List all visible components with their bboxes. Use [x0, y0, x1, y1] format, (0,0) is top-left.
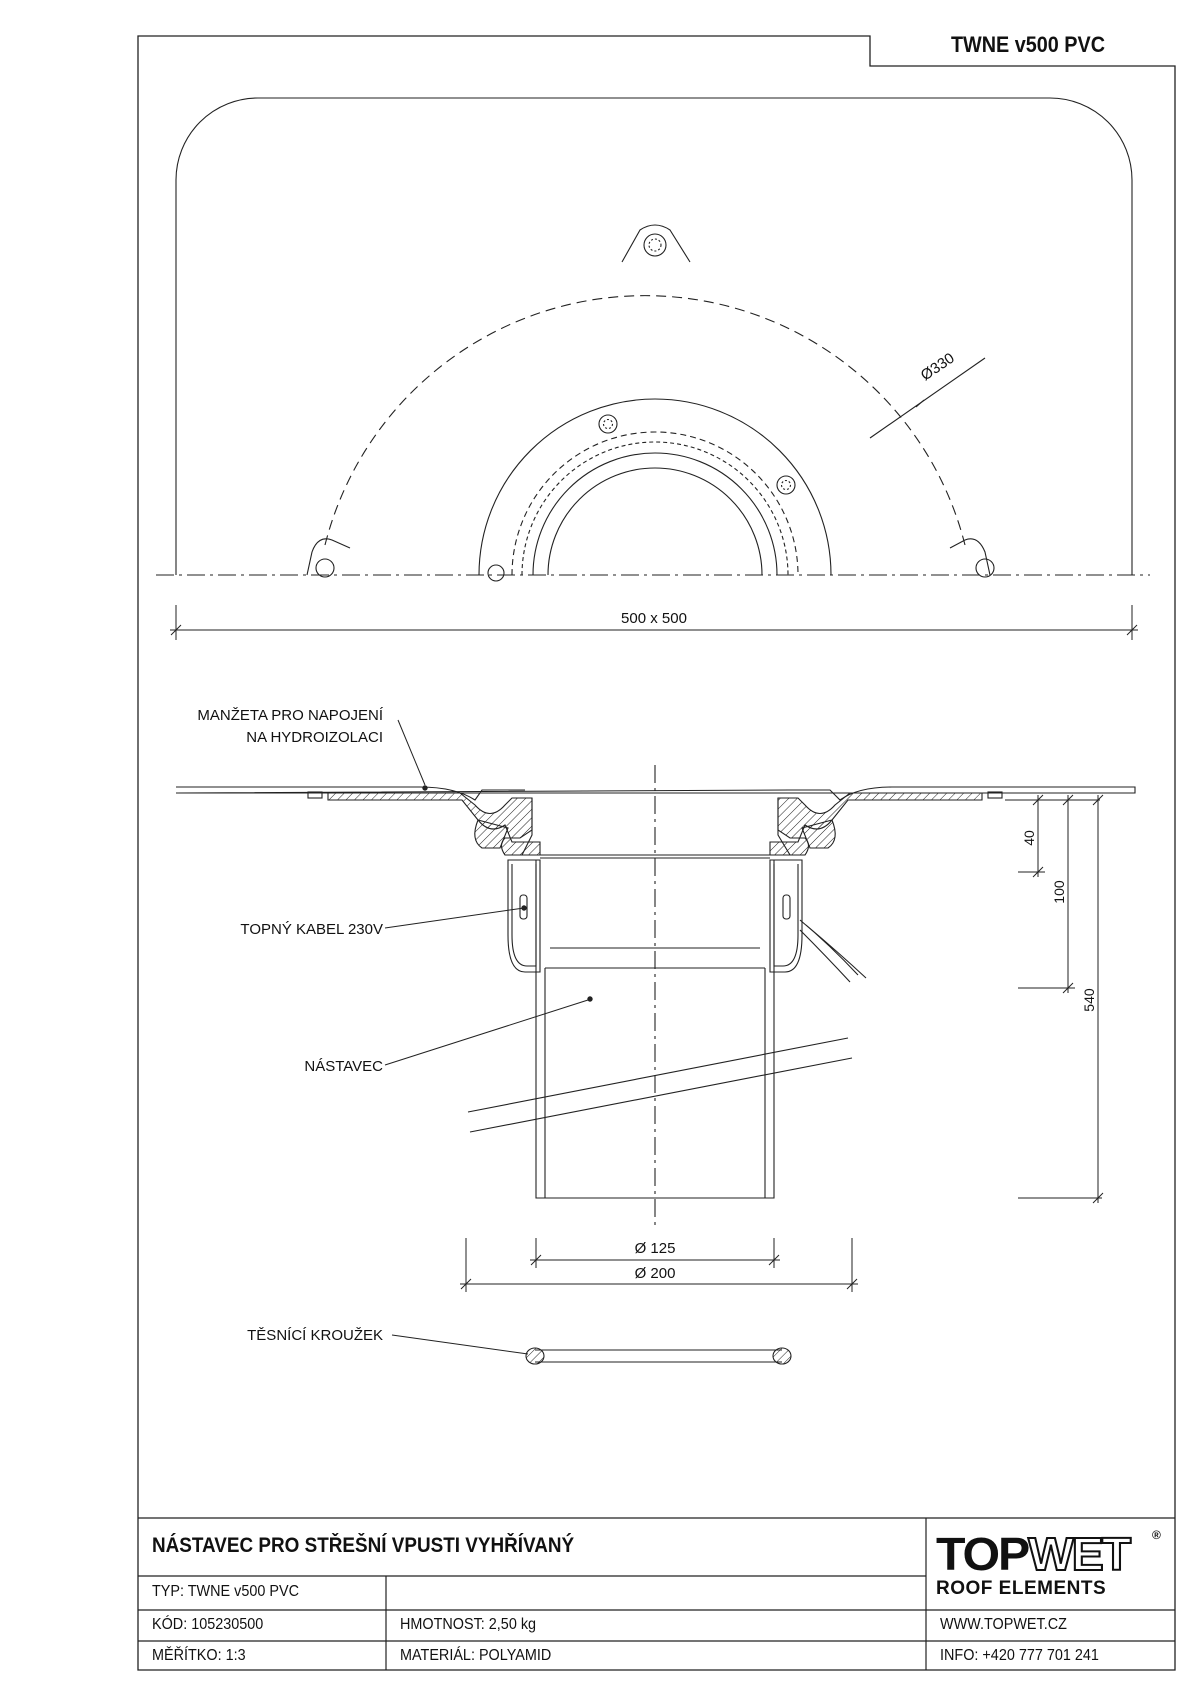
label-cuff-line1: MANŽETA PRO NAPOJENÍ	[197, 707, 383, 724]
sheet-border	[137, 35, 1176, 1671]
logo-tagline: ROOF ELEMENTS	[936, 1578, 1107, 1599]
horizontal-dimensions	[460, 1238, 858, 1292]
dim-500-label: 500 x 500	[621, 610, 687, 627]
body-left-hatch	[327, 792, 541, 856]
leader-lines	[384, 719, 593, 1355]
dim-40-label: 40	[1021, 830, 1037, 846]
left-lug	[306, 538, 351, 576]
heating-jacket-right	[769, 859, 803, 973]
code-field: KÓD: 105230500	[152, 1616, 264, 1633]
dim-500-line	[170, 605, 1138, 640]
vertical-dimensions	[1005, 794, 1104, 1204]
logo-word-top: TOP	[936, 1528, 1030, 1580]
dim-d200-label: Ø 200	[635, 1265, 676, 1282]
website-field: WWW.TOPWET.CZ	[940, 1616, 1067, 1633]
bolt-hole	[598, 414, 618, 434]
seal-ring	[525, 1347, 792, 1365]
label-extension: NÁSTAVEC	[304, 1058, 383, 1075]
topwet-logo: TOPWET ® ROOF ELEMENTS	[936, 1528, 1161, 1602]
label-cable: TOPNÝ KABEL 230V	[240, 921, 383, 938]
bolt-hole	[776, 475, 796, 495]
label-cuff-line2: NA HYDROIZOLACI	[246, 729, 383, 746]
inner-flange	[478, 398, 832, 576]
plan-view	[156, 97, 1150, 582]
registered-mark: ®	[1152, 1528, 1161, 1542]
break-line-bottom	[469, 1057, 853, 1133]
type-field: TYP: TWNE v500 PVC	[152, 1583, 299, 1600]
top-lug	[621, 224, 691, 263]
dim-100-label: 100	[1051, 880, 1067, 904]
drawing-title: NÁSTAVEC PRO STŘEŠNÍ VPUSTI VYHŘÍVANÝ	[152, 1534, 575, 1557]
bolt-hole	[487, 564, 505, 582]
section-view	[175, 765, 1136, 1365]
right-lug	[949, 538, 991, 576]
weight-field: HMOTNOST: 2,50 kg	[400, 1616, 537, 1633]
label-ring: TĚSNÍCÍ KROUŽEK	[247, 1327, 383, 1344]
logo-word-wet: WET	[1027, 1528, 1132, 1580]
info-field: INFO: +420 777 701 241	[940, 1647, 1099, 1664]
flange-outline	[175, 97, 1133, 575]
dashed-arc-d330	[324, 295, 966, 546]
dim-d330-label: Ø330	[918, 350, 958, 385]
dim-d125-label: Ø 125	[635, 1240, 676, 1257]
material-field: MATERIÁL: POLYAMID	[400, 1647, 552, 1664]
d330-leader	[869, 357, 986, 439]
body-right-hatch	[769, 792, 983, 856]
title-block-grid	[138, 1517, 1175, 1670]
inner-collar	[521, 798, 791, 856]
dim-540-label: 540	[1081, 988, 1097, 1012]
heating-cable	[799, 919, 867, 983]
break-line-top	[467, 1037, 849, 1113]
header-code-title: TWNE v500 PVC	[950, 32, 1106, 57]
scale-field: MĚŘÍTKO: 1:3	[152, 1647, 246, 1664]
heating-jacket-left	[507, 859, 541, 973]
membrane-cuff	[175, 786, 1136, 801]
